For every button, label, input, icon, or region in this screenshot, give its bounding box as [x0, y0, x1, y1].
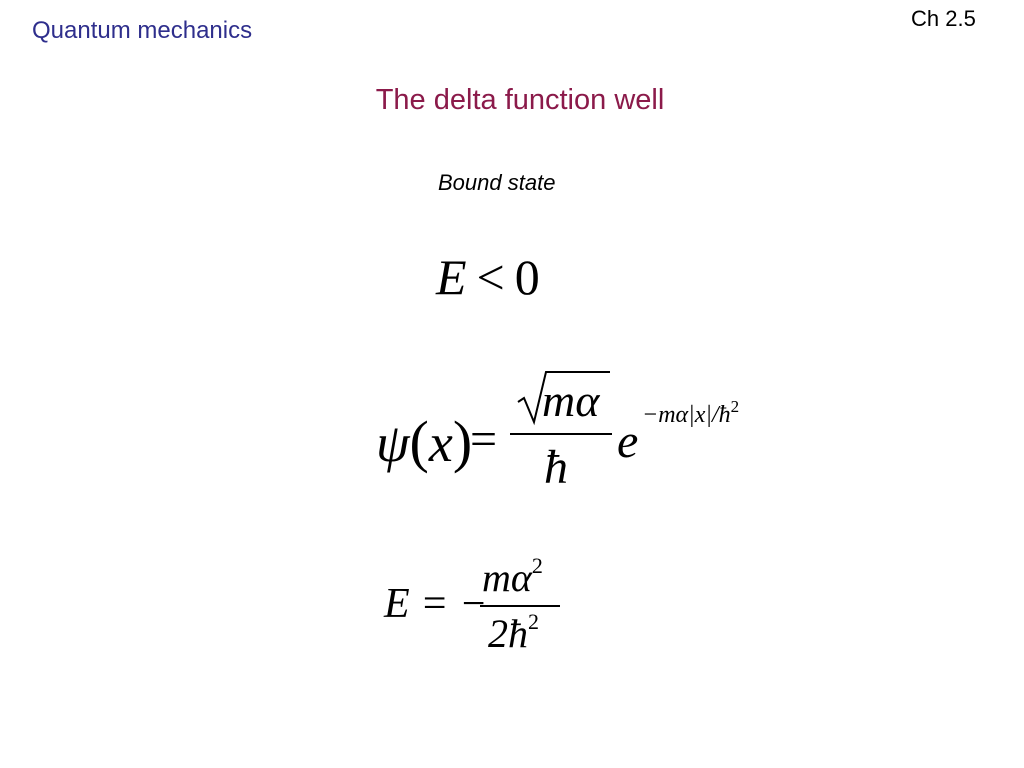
x-variable: x	[428, 413, 453, 473]
energy-denominator: 2ħ2	[488, 609, 539, 657]
denominator-power: 2	[528, 609, 539, 634]
energy-numerator: mα2	[482, 553, 543, 601]
energy-lhs: E = −	[384, 581, 488, 627]
sqrt-numerator: mα	[516, 366, 616, 426]
energy-fraction-bar	[480, 605, 560, 607]
slide-subtitle: Bound state	[438, 170, 556, 195]
exponent: −mα|x|/ħ2	[642, 397, 739, 429]
radicand: mα	[542, 375, 600, 426]
wavefunction-equation: ψ(x) = mα ħ e −mα|x|/ħ2	[376, 371, 776, 494]
slide-title: The delta function well	[375, 84, 665, 116]
close-paren: )	[452, 409, 473, 474]
hbar-denominator: ħ	[544, 441, 568, 494]
zero-value: 0	[514, 249, 540, 305]
exponential-base: e	[617, 415, 639, 468]
exponent-expression: −mα|x|/ħ	[642, 402, 731, 428]
less-than-symbol: <	[476, 249, 505, 305]
energy-equation: E = − mα2 2ħ2	[384, 553, 604, 668]
equals-sign: =	[470, 413, 498, 466]
numerator-power: 2	[531, 553, 543, 578]
energy-numerator-text: mα	[482, 555, 532, 600]
wavefunction-lhs: ψ(x)	[376, 408, 472, 475]
fraction-bar	[510, 433, 612, 435]
energy-condition-equation: E<0	[436, 248, 540, 306]
open-paren: (	[409, 409, 429, 474]
chapter-label: Ch 2.5	[911, 6, 976, 31]
sqrt-sign-icon	[517, 371, 610, 426]
energy-symbol: E	[436, 249, 467, 305]
energy-denominator-text: 2ħ	[488, 611, 528, 656]
exponent-power: 2	[730, 397, 740, 416]
course-title: Quantum mechanics	[32, 17, 253, 44]
psi-symbol: ψ	[376, 413, 410, 473]
